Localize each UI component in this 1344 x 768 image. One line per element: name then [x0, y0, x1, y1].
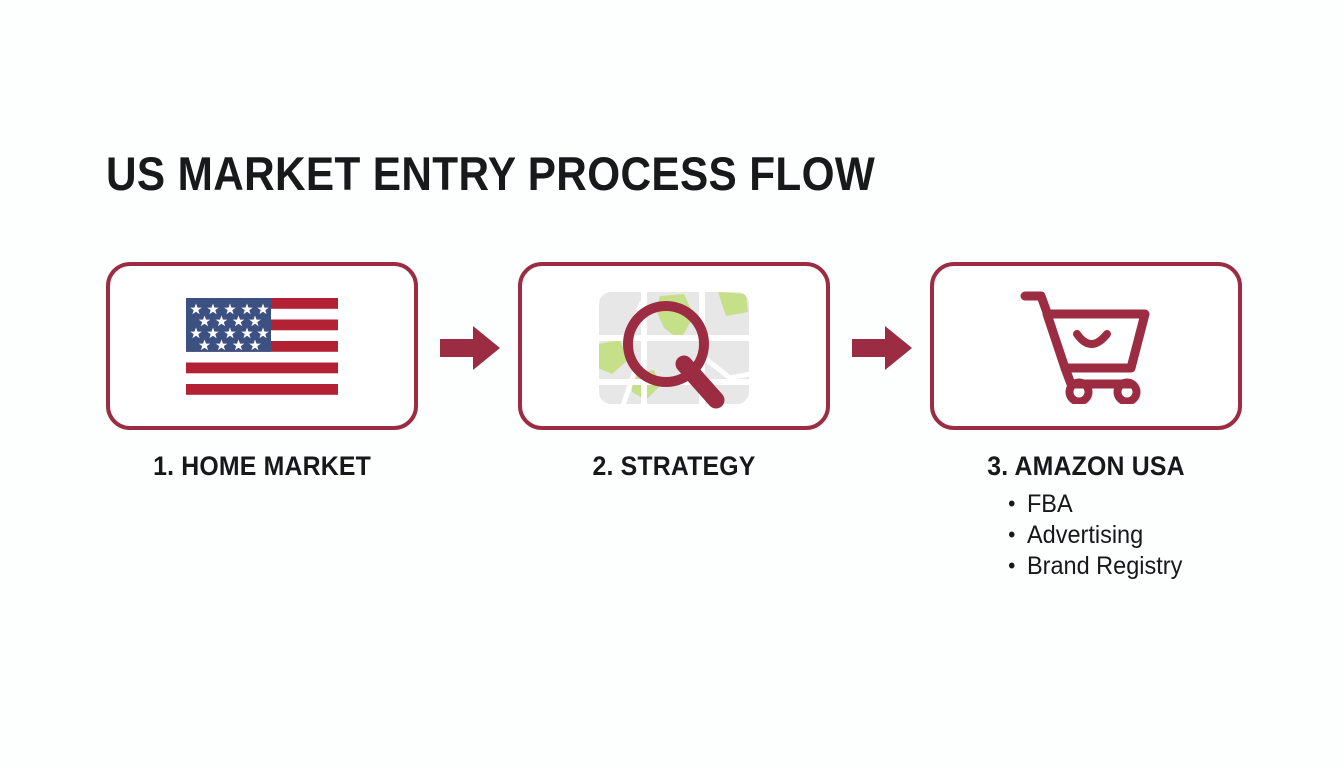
process-step-1[interactable]: 1. HOME MARKET	[106, 262, 418, 481]
page-title: US MARKET ENTRY PROCESS FLOW	[106, 147, 876, 200]
list-item: Advertising	[1008, 519, 1182, 551]
arrow-right-icon-2	[852, 326, 912, 370]
step-card-amazon-usa[interactable]	[930, 262, 1242, 430]
step-card-strategy[interactable]	[518, 262, 830, 430]
arrow-right-icon-1	[440, 326, 500, 370]
step-label-amazon-usa: 3. AMAZON USA	[987, 451, 1185, 481]
amazon-services-list: FBA Advertising Brand Registry	[1008, 488, 1193, 582]
shopping-cart-icon	[1020, 291, 1150, 404]
list-item: Brand Registry	[1008, 550, 1182, 582]
process-step-3[interactable]: 3. AMAZON USA FBA Advertising Brand Regi…	[930, 262, 1242, 582]
us-flag-icon	[186, 297, 338, 395]
step-label-home-market: 1. HOME MARKET	[153, 451, 371, 481]
map-magnifier-icon	[599, 292, 749, 409]
step-card-home-market[interactable]	[106, 262, 418, 430]
step-label-strategy: 2. STRATEGY	[592, 451, 756, 481]
list-item: FBA	[1008, 488, 1182, 520]
process-step-2[interactable]: 2. STRATEGY	[518, 262, 830, 481]
